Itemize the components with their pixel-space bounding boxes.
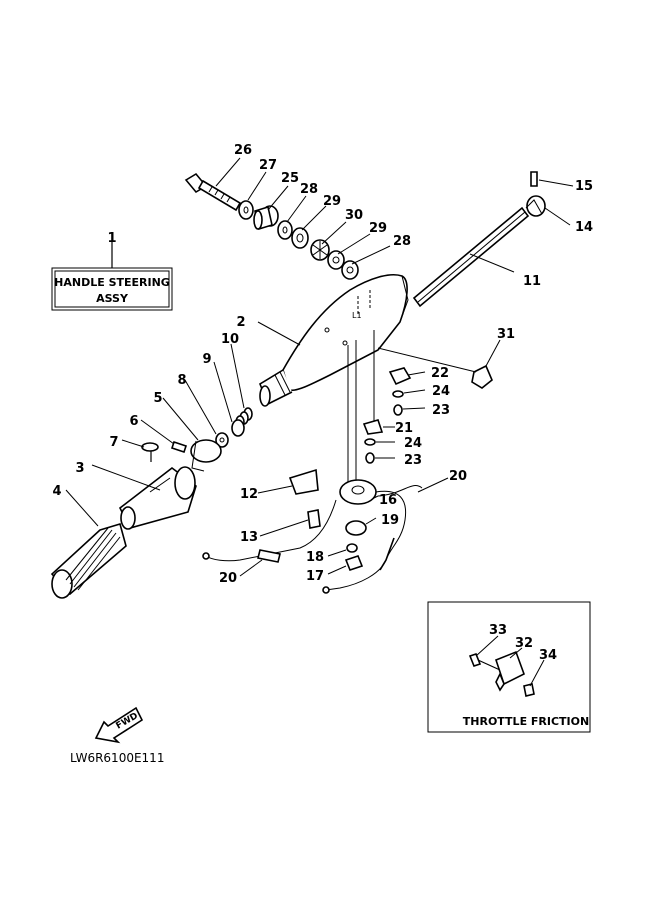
bolt-and-washer-stack [184, 172, 359, 280]
callout-31: 31 [497, 327, 515, 342]
diagram-code: LW6R6100E111 [70, 751, 164, 765]
callout-25: 25 [281, 171, 299, 186]
svg-text:L1: L1 [352, 311, 362, 320]
callout-5: 5 [153, 391, 162, 406]
callout-9: 9 [202, 352, 211, 367]
steering-handle-body: L1 [259, 274, 409, 407]
callout-1: 1 [107, 231, 116, 246]
callout-30: 30 [345, 208, 363, 223]
handle-box-subtitle: ASSY [96, 292, 129, 305]
callout-28-bottom: 28 [393, 234, 411, 249]
throttle-shaft [377, 171, 546, 389]
handle-box-title: HANDLE STEERING [54, 276, 170, 289]
callout-17: 17 [306, 569, 324, 584]
callout-34: 34 [539, 648, 557, 663]
throttle-friction-title: THROTTLE FRICTION [463, 715, 589, 728]
callout-33: 33 [489, 623, 507, 638]
grip-parts [50, 407, 253, 599]
callout-32: 32 [515, 636, 533, 651]
callout-27: 27 [259, 158, 277, 173]
callout-16: 16 [379, 493, 397, 508]
callout-29-bottom: 29 [369, 221, 387, 236]
callout-10: 10 [221, 332, 239, 347]
callout-15: 15 [575, 179, 593, 194]
callout-12: 12 [240, 487, 258, 502]
callout-4: 4 [52, 484, 61, 499]
leader-lines [65, 157, 574, 687]
callout-8: 8 [177, 373, 186, 388]
callout-26: 26 [234, 143, 252, 158]
cable-assembly [202, 330, 423, 594]
callout-14: 14 [575, 220, 593, 235]
callout-28-top: 28 [300, 182, 318, 197]
callout-11: 11 [523, 274, 541, 289]
throttle-friction-box: THROTTLE FRICTION [427, 601, 591, 733]
callout-20-left: 20 [219, 571, 237, 586]
callout-23-lower: 23 [404, 453, 422, 468]
callout-19: 19 [381, 513, 399, 528]
callout-7: 7 [109, 435, 118, 450]
callout-24-lower: 24 [404, 436, 422, 451]
callout-13: 13 [240, 530, 258, 545]
callout-23-upper: 23 [432, 403, 450, 418]
callout-18: 18 [306, 550, 324, 565]
callout-29-top: 29 [323, 194, 341, 209]
callout-3: 3 [75, 461, 84, 476]
fwd-arrow: FWD [94, 706, 144, 744]
callout-20-right: 20 [449, 469, 467, 484]
callout-6: 6 [129, 414, 138, 429]
callout-22: 22 [431, 366, 449, 381]
callout-numbers: 1 2 3 4 5 6 7 8 9 10 11 12 13 14 15 16 1… [52, 143, 593, 663]
callout-2: 2 [236, 315, 245, 330]
handle-steering-assy-box: HANDLE STEERING ASSY [51, 242, 173, 311]
callout-21: 21 [395, 421, 413, 436]
callout-24-upper: 24 [432, 384, 450, 399]
